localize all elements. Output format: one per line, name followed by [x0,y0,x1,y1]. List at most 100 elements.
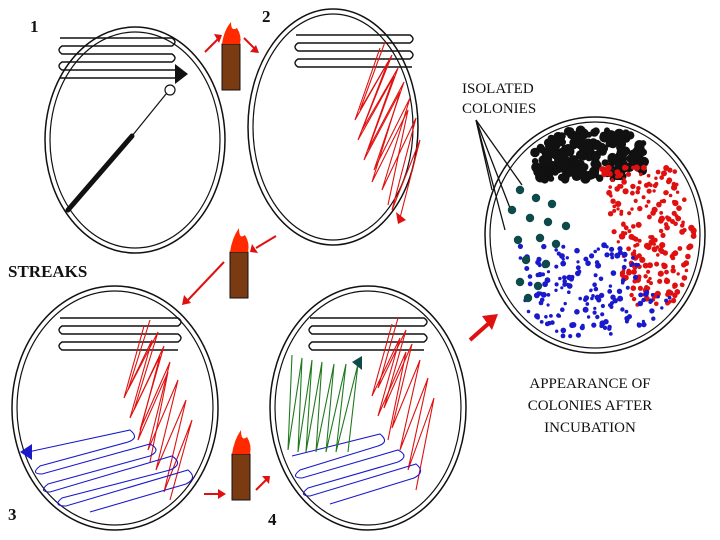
colony [627,229,632,234]
streak-green [287,354,359,453]
colony [596,297,602,303]
colony [663,222,669,227]
colony [546,303,550,307]
pointer-lines [475,119,523,231]
colony [652,242,657,246]
colony [513,235,523,245]
colony [633,236,639,242]
colony [680,223,685,228]
colony [637,300,644,307]
colony [608,332,613,336]
colony [531,193,541,203]
plate-3 [11,285,219,531]
colony [590,128,599,137]
colony [629,292,634,298]
colony [677,246,683,251]
colony [556,251,561,256]
colony [650,210,656,216]
colony [675,190,680,194]
colony [670,268,676,274]
colony [609,153,616,160]
colony [589,253,595,259]
colony [671,210,677,216]
colony [656,253,660,257]
colony [518,256,523,260]
colony [617,246,623,252]
colony [600,303,606,309]
colony [672,292,678,299]
colony [672,250,679,257]
colony [527,281,533,287]
colony [646,173,651,178]
colony [615,174,620,179]
bunsen-burner-icon [229,228,249,299]
colony [616,288,623,294]
arrow-icon [204,34,259,53]
colony [575,332,582,338]
colony [656,201,662,208]
colony [629,263,633,268]
colony [648,183,653,188]
colony [599,166,604,172]
colony [646,279,651,284]
colony [616,207,620,211]
arrow-icon [182,235,277,305]
colony [535,233,545,243]
colony [664,190,669,195]
colony [621,146,631,156]
colony [574,247,580,254]
colony [625,171,632,177]
arrow-head [175,64,188,84]
colony [600,312,605,317]
colony [566,274,573,281]
colony [526,309,531,314]
colony [676,272,680,276]
plate-1 [44,26,226,254]
colony [535,272,541,278]
colony [560,286,564,290]
colony [639,172,643,177]
arrow-icon [204,476,270,499]
colony [592,282,597,288]
colony [525,213,535,223]
colony [621,129,630,138]
colony [580,154,587,161]
colony [556,313,561,318]
colony [624,309,629,314]
colony [667,295,672,300]
inoculating-loop-icon [65,84,176,213]
colony [664,298,669,303]
colony [541,259,551,269]
colony [583,308,587,312]
colony [507,205,517,215]
colony [554,248,558,252]
colony [524,266,530,271]
colony [640,140,647,147]
colony [606,130,616,140]
colony [664,277,669,282]
colony [607,326,612,331]
colony [686,244,692,251]
colony [684,268,689,273]
colony [546,293,551,297]
colony [561,221,571,231]
colony [585,302,590,306]
colony [551,239,561,249]
colony [554,264,559,269]
streak-red [354,47,409,206]
colony [634,262,639,267]
colony [626,154,634,163]
colony [560,333,566,339]
colony [538,300,544,306]
colony [636,322,641,326]
colony [515,277,525,287]
colony [604,252,610,258]
step-4-label: 4 [268,510,277,529]
colony [648,276,652,281]
colony [610,178,615,183]
colony [623,225,629,231]
colony [580,163,589,171]
colony [648,298,654,304]
colony [610,270,617,276]
